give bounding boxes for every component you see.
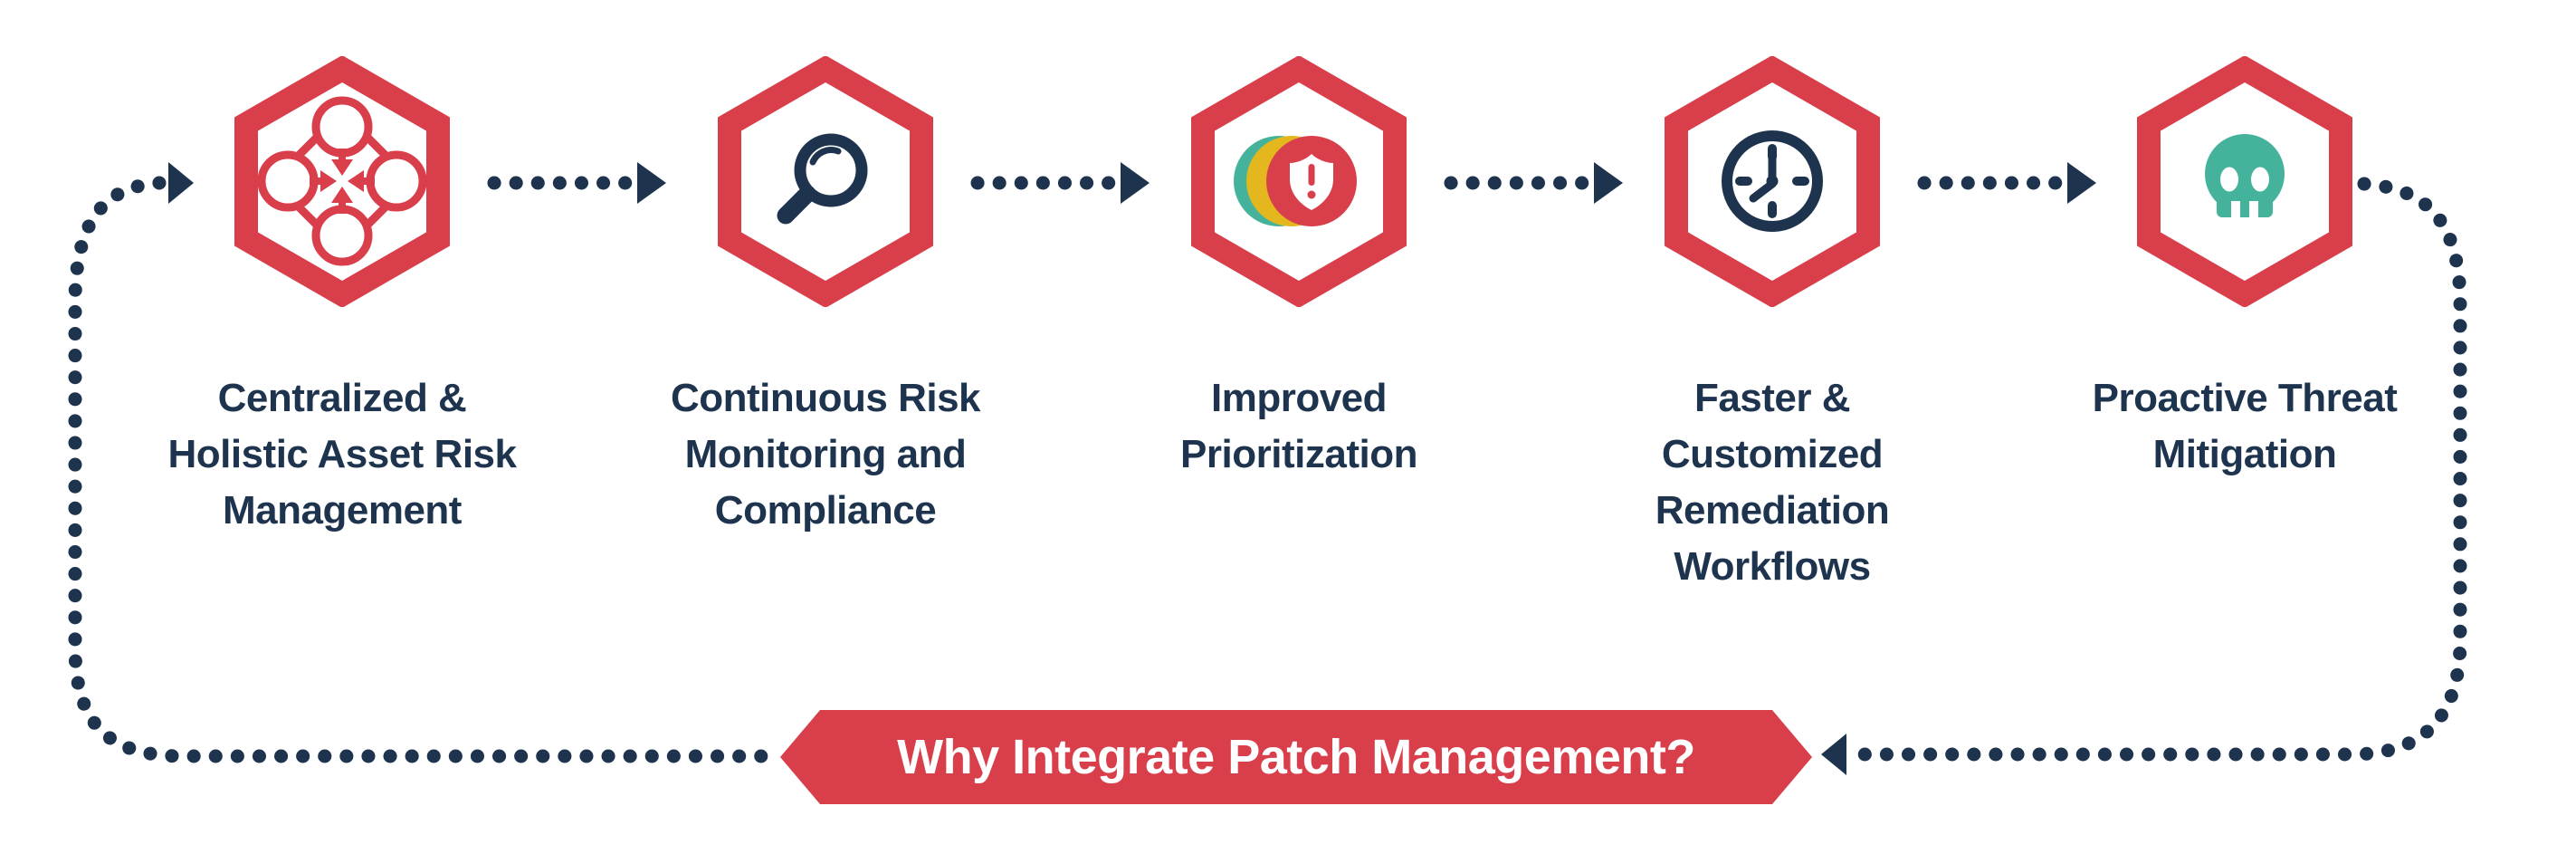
step-proactive-threat: Proactive Threat Mitigation xyxy=(2046,56,2444,483)
step-label-threat-mitigation: Proactive Threat Mitigation xyxy=(2092,376,2398,476)
layered-shield-alert-icon xyxy=(1234,136,1357,226)
centralized-asset-network-icon xyxy=(257,96,427,266)
loop-left-arrowhead-icon xyxy=(168,162,194,204)
hexagon-2 xyxy=(718,56,933,307)
step-improved-prioritization: Improved Prioritization xyxy=(1100,56,1498,483)
hexagon-1 xyxy=(234,56,450,307)
loop-left-dotted-path xyxy=(68,176,773,763)
arrow-4-5-arrowhead-icon xyxy=(2067,162,2096,204)
arrow-2-3-arrowhead-icon xyxy=(1121,162,1150,204)
why-integrate-banner-label: Why Integrate Patch Management? xyxy=(897,730,1695,784)
hexagon-4 xyxy=(1665,56,1880,307)
hexagon-5 xyxy=(2137,56,2352,307)
skull-icon xyxy=(2205,134,2285,218)
step-centralized-asset-risk: Centralized & Holistic Asset Risk Manage… xyxy=(143,56,541,539)
step-label-centralized: Centralized & Holistic Asset Risk Manage… xyxy=(167,376,517,533)
step-label-prioritization: Improved Prioritization xyxy=(1180,376,1417,476)
clock-icon xyxy=(1722,130,1823,232)
arrow-3-4-arrowhead-icon xyxy=(1594,162,1623,204)
loop-right-arrowhead-icon xyxy=(1821,734,1846,775)
why-integrate-banner: Why Integrate Patch Management? xyxy=(780,710,1812,804)
step-label-monitoring: Continuous Risk Monitoring and Complianc… xyxy=(670,376,981,533)
step-continuous-monitoring: Continuous Risk Monitoring and Complianc… xyxy=(626,56,1025,539)
arrow-1-2-arrowhead-icon xyxy=(637,162,666,204)
step-label-remediation: Faster & Customized Remediation Workflow… xyxy=(1655,376,1890,589)
step-faster-remediation: Faster & Customized Remediation Workflow… xyxy=(1573,56,1971,595)
hexagon-3 xyxy=(1191,56,1407,307)
magnifier-icon xyxy=(777,133,868,225)
